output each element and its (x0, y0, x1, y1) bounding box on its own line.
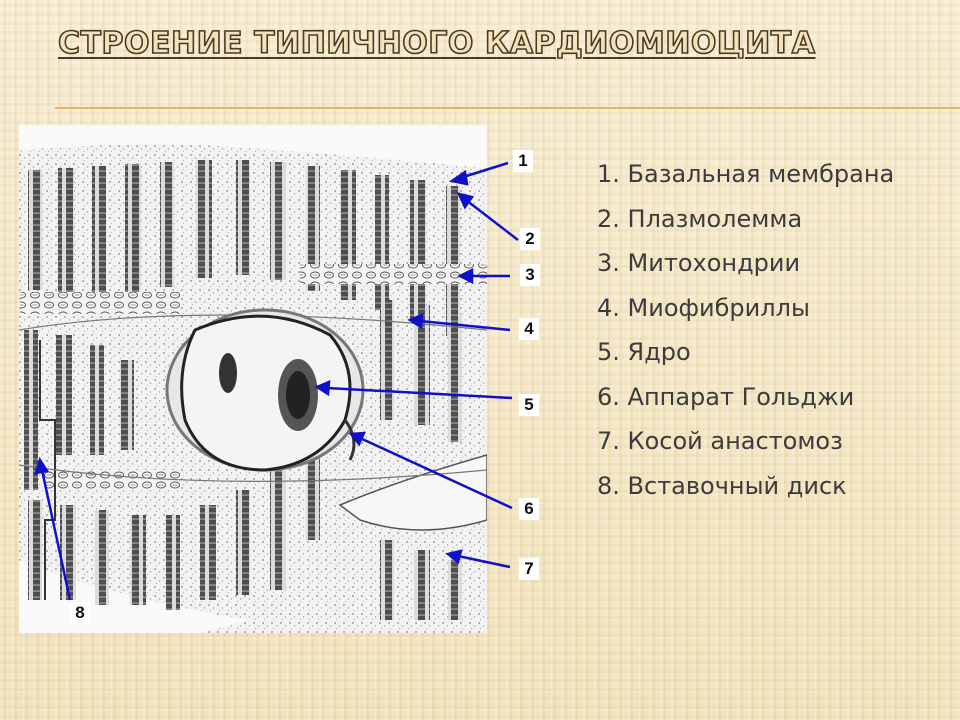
legend-list: 1. Базальная мембрана 2. Плазмолемма 3. … (597, 152, 894, 508)
legend-item: 7. Косой анастомоз (597, 427, 843, 455)
figure-label-6: 6 (519, 498, 539, 520)
legend-item: 3. Митохондрии (597, 249, 801, 277)
myofibrils-lower (24, 300, 462, 620)
mitochondria-row-right (300, 264, 487, 284)
figure-label-2: 2 (520, 228, 540, 250)
figure-label-3: 3 (520, 264, 540, 286)
legend-item: 1. Базальная мембрана (597, 160, 895, 188)
figure-label-7: 7 (519, 558, 539, 580)
figure-label-1: 1 (513, 150, 533, 172)
golgi-apparatus (343, 419, 356, 461)
legend-item: 6. Аппарат Гольджи (597, 382, 855, 411)
figure-label-8: 8 (70, 602, 90, 624)
legend-item: 5. Ядро (597, 338, 691, 366)
mitochondria-row (20, 292, 180, 314)
nucleus (165, 308, 365, 472)
slide-title: СТРОЕНИЕ ТИПИЧНОГО КАРДИОМИОЦИТА (57, 25, 816, 62)
legend-item: 8. Вставочный диск (597, 471, 847, 500)
pointer-arrows (34, 161, 519, 601)
legend-item: 4. Миофибриллы (597, 293, 810, 322)
micrograph (19, 125, 487, 633)
legend-item: 2. Плазмолемма (597, 204, 803, 233)
figure-label-4: 4 (519, 318, 539, 340)
title-divider (55, 107, 960, 109)
figure-label-5: 5 (519, 394, 539, 416)
